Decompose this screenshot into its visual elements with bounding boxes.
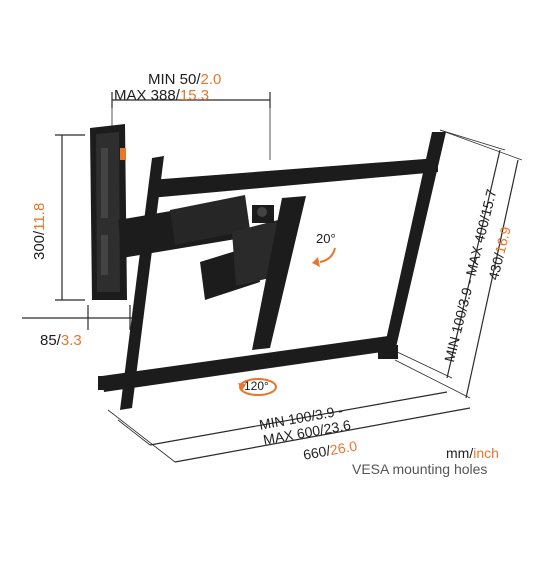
tilt-arrow-icon [312, 247, 336, 267]
wall-plate-depth-label: 85/3.3 [40, 332, 82, 349]
wall-plate-height-label: 300/11.8 [31, 202, 48, 260]
max-height-line [465, 159, 519, 399]
vesa-horizontal-line [149, 391, 448, 446]
units-label: mm/inch [446, 445, 499, 461]
swivel-angle-label: 120° [244, 379, 269, 393]
legend-caption: VESA mounting holes [352, 461, 488, 477]
vesa-vertical-line [446, 149, 501, 379]
arm-max-label: MAX 388/15.3 [114, 87, 210, 104]
wall-plate [90, 124, 127, 300]
arm-min-label: MIN 50/2.0 [148, 71, 222, 88]
tv-bracket [98, 132, 446, 410]
swivel-arrow-icon [238, 378, 277, 396]
wall-plate-tag [120, 148, 126, 160]
tilt-angle-label: 20° [316, 231, 336, 246]
max-width-line [174, 407, 471, 463]
dimension-lines [22, 92, 523, 463]
